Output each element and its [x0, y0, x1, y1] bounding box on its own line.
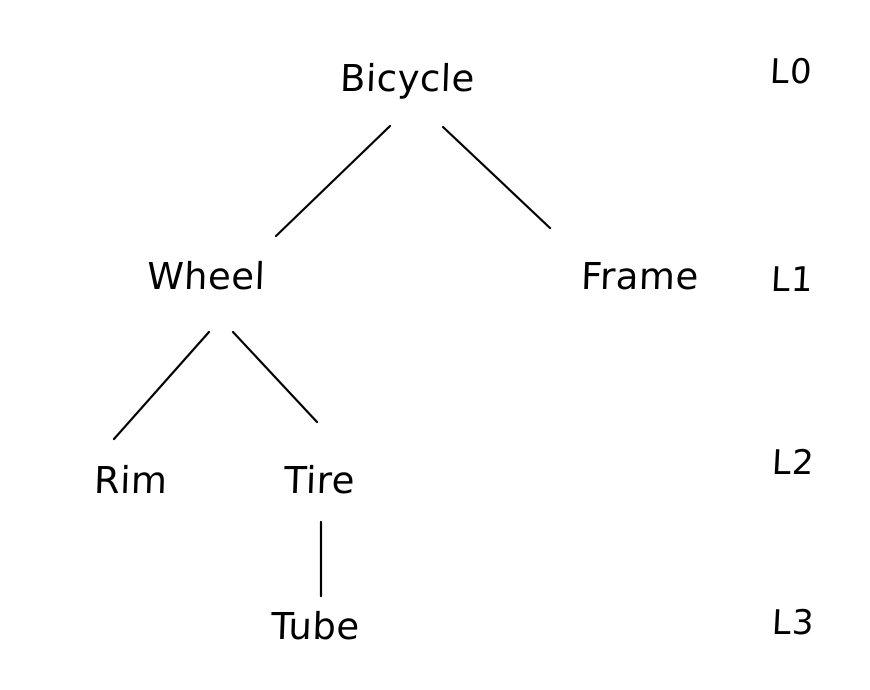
level-label-l0: L0	[768, 52, 814, 92]
edge-bicycle-wheel	[274, 124, 392, 238]
node-bicycle[interactable]: Bicycle	[339, 57, 476, 100]
node-wheel[interactable]: Wheel	[146, 255, 267, 298]
level-label-l3: L3	[770, 603, 816, 643]
edge-wheel-tire	[231, 330, 319, 424]
edge-wheel-rim	[112, 330, 211, 441]
level-label-l1: L1	[769, 260, 815, 300]
node-frame[interactable]: Frame	[580, 255, 700, 298]
node-tube[interactable]: Tube	[270, 605, 361, 648]
node-rim[interactable]: Rim	[93, 459, 169, 502]
edge-bicycle-frame	[441, 125, 552, 230]
level-label-l2: L2	[770, 443, 816, 483]
node-tire[interactable]: Tire	[283, 459, 356, 502]
